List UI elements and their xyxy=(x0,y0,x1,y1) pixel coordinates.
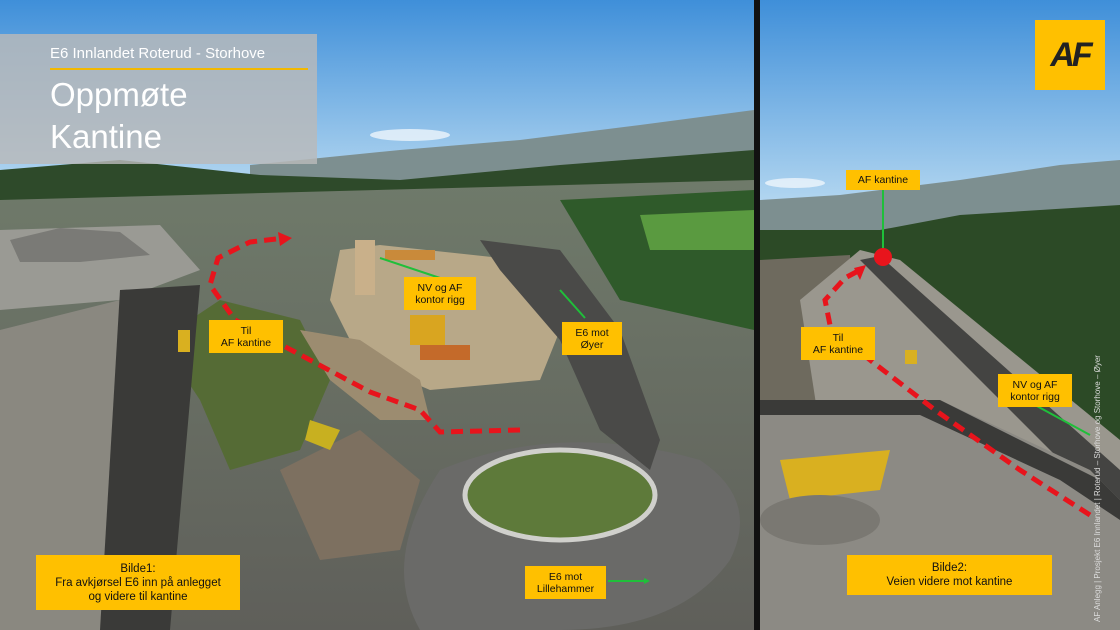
route-overlay-1 xyxy=(207,232,650,584)
caption-bilde2: Bilde2: Veien videre mot kantine xyxy=(847,555,1052,595)
photo-panel-1: E6 Innlandet Roterud - Storhove Oppmøte … xyxy=(0,0,754,630)
label-til-af-kantine-2: Til AF kantine xyxy=(801,327,875,360)
route-overlay-2 xyxy=(822,190,1092,518)
label-af-kantine: AF kantine xyxy=(846,170,920,190)
label-e6-mot-lillehammer: E6 mot Lillehammer xyxy=(525,566,606,599)
heading-line-1: Oppmøte xyxy=(50,76,188,113)
photo-panel-2: AF kantine Til AF kantine NV og AF konto… xyxy=(760,0,1120,630)
aerial-photo-1 xyxy=(0,0,754,630)
canteen-marker xyxy=(874,248,892,266)
aerial-photo-2 xyxy=(760,0,1120,630)
footer-vertical-text: AF Anlegg | Prosjekt E6 Innlandet | Rote… xyxy=(1093,355,1102,622)
project-name: E6 Innlandet Roterud - Storhove xyxy=(50,44,308,70)
title-box: E6 Innlandet Roterud - Storhove Oppmøte … xyxy=(0,34,317,164)
label-nv-af-kontor-rigg-2: NV og AF kontor rigg xyxy=(998,374,1072,407)
panel-divider xyxy=(754,0,760,630)
label-til-af-kantine-1: Til AF kantine xyxy=(209,320,283,353)
heading-line-2: Kantine xyxy=(50,118,162,155)
af-logo: AF xyxy=(1035,20,1105,90)
label-nv-af-kontor-rigg-1: NV og AF kontor rigg xyxy=(404,277,476,310)
label-e6-mot-oyer: E6 mot Øyer xyxy=(562,322,622,355)
caption-bilde1: Bilde1: Fra avkjørsel E6 inn på anlegget… xyxy=(36,555,240,610)
